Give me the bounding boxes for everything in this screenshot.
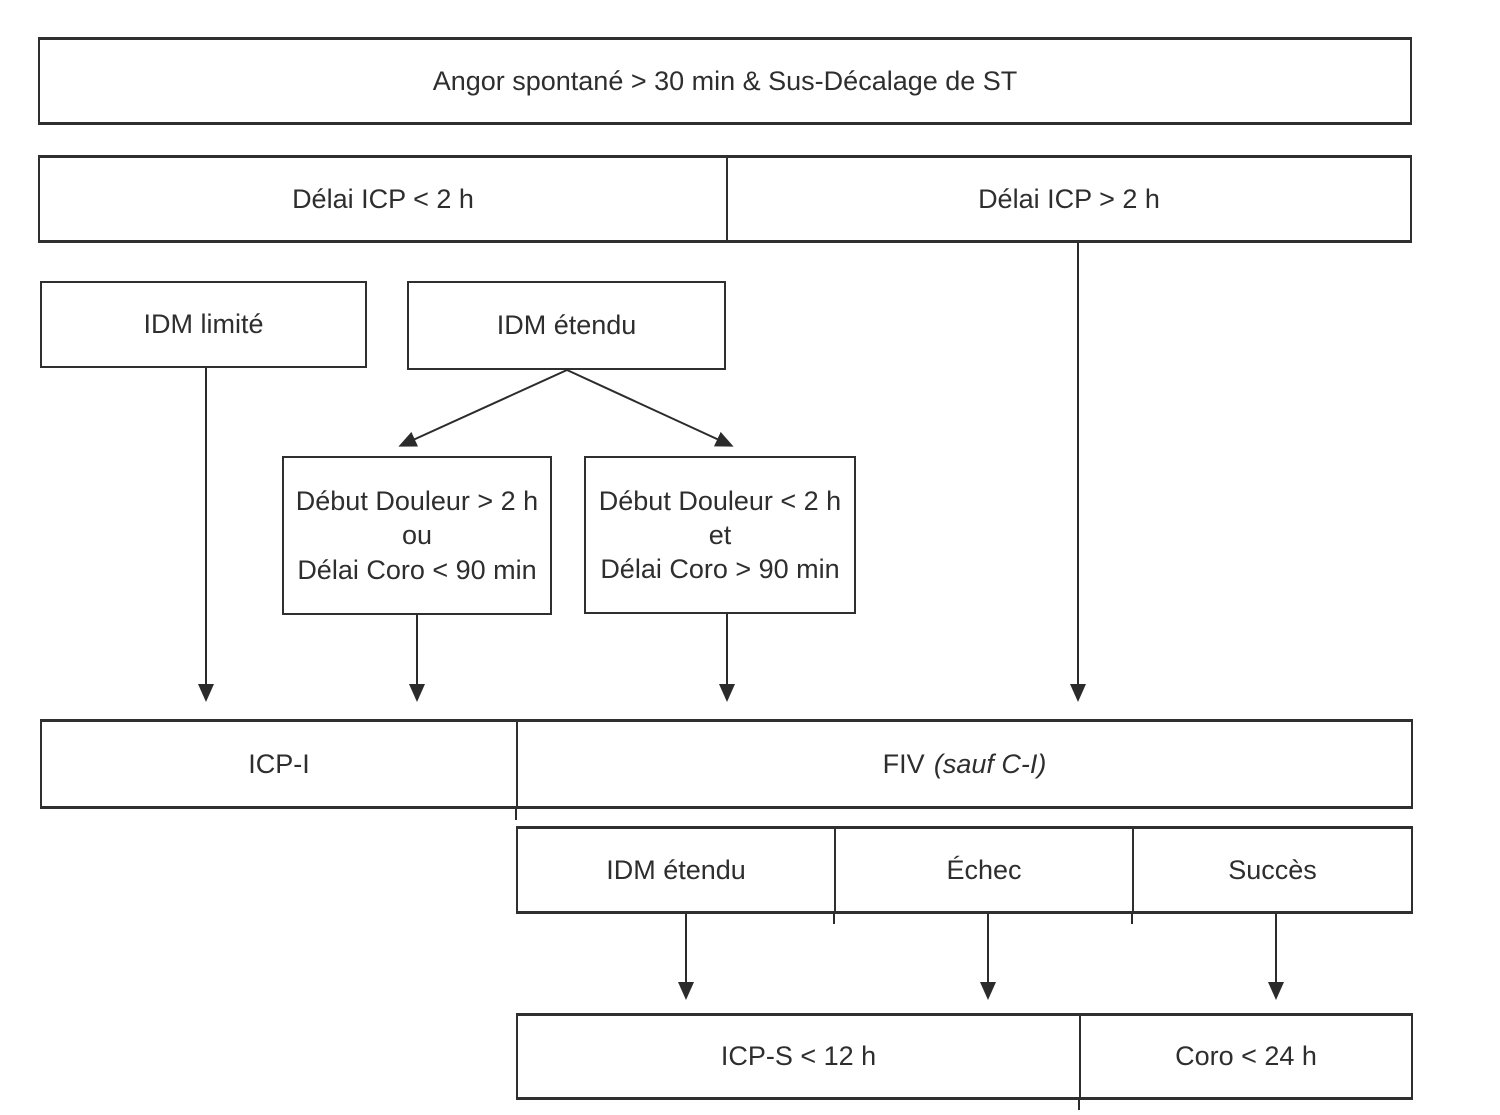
- cell-outcome-succes-label: Succès: [1228, 854, 1317, 885]
- box-debut-douleur-lt-2h-line3: Délai Coro > 90 min: [600, 554, 840, 585]
- box-idm-limite: IDM limité: [40, 281, 367, 368]
- cell-icp-i-label: ICP-I: [248, 748, 310, 779]
- arrow-idm-etendu-to-douleur-left: [398, 369, 568, 447]
- cell-icp-s-label: ICP-S < 12 h: [720, 1041, 877, 1071]
- box-debut-douleur-gt-2h-line2: ou: [401, 520, 433, 551]
- box-debut-douleur-gt-2h: Début Douleur > 2 h ou Délai Coro < 90 m…: [282, 456, 552, 615]
- box-debut-douleur-gt-2h-line3: Délai Coro < 90 min: [297, 554, 537, 585]
- cell-delai-icp-lt-2h-label: Délai ICP < 2 h: [292, 183, 474, 214]
- box-idm-etendu-label: IDM étendu: [496, 310, 637, 340]
- cell-coro-label: Coro < 24 h: [1175, 1041, 1317, 1071]
- box-debut-douleur-lt-2h: Début Douleur < 2 h et Délai Coro > 90 m…: [584, 456, 856, 614]
- box-debut-douleur-lt-2h-line2: et: [708, 519, 732, 550]
- arrow-idm-etendu-to-douleur-right: [566, 369, 734, 447]
- cell-outcome-idm-etendu: IDM étendu: [518, 829, 836, 911]
- cell-outcome-idm-etendu-label: IDM étendu: [606, 854, 746, 885]
- row-delai-icp: Délai ICP < 2 h Délai ICP > 2 h: [38, 155, 1412, 243]
- box-angor-root: Angor spontané > 30 min & Sus-Décalage d…: [38, 37, 1412, 125]
- cell-coro: Coro < 24 h: [1081, 1016, 1411, 1097]
- cell-icp-i: ICP-I: [42, 722, 518, 806]
- cell-delai-icp-lt-2h: Délai ICP < 2 h: [40, 158, 728, 240]
- box-debut-douleur-lt-2h-line1: Début Douleur < 2 h: [598, 485, 842, 516]
- cell-fiv-note: (sauf C-I): [933, 748, 1047, 779]
- box-debut-douleur-gt-2h-line1: Début Douleur > 2 h: [295, 486, 539, 517]
- box-idm-limite-label: IDM limité: [143, 309, 264, 339]
- cell-delai-icp-gt-2h-label: Délai ICP > 2 h: [978, 183, 1160, 214]
- box-angor-root-label: Angor spontané > 30 min & Sus-Décalage d…: [432, 65, 1018, 96]
- cell-outcome-echec-label: Échec: [946, 854, 1022, 885]
- box-idm-etendu: IDM étendu: [407, 281, 726, 370]
- row-followup: ICP-S < 12 h Coro < 24 h: [516, 1013, 1413, 1100]
- row-outcome: IDM étendu Échec Succès: [516, 826, 1413, 914]
- cell-icp-s: ICP-S < 12 h: [518, 1016, 1081, 1097]
- cell-outcome-succes: Succès: [1134, 829, 1411, 911]
- cell-delai-icp-gt-2h: Délai ICP > 2 h: [728, 158, 1410, 240]
- cell-fiv: FIV (sauf C-I): [518, 722, 1411, 806]
- row-treatment: ICP-I FIV (sauf C-I): [40, 719, 1413, 809]
- cell-outcome-echec: Échec: [836, 829, 1134, 911]
- cell-fiv-label: FIV: [882, 748, 925, 779]
